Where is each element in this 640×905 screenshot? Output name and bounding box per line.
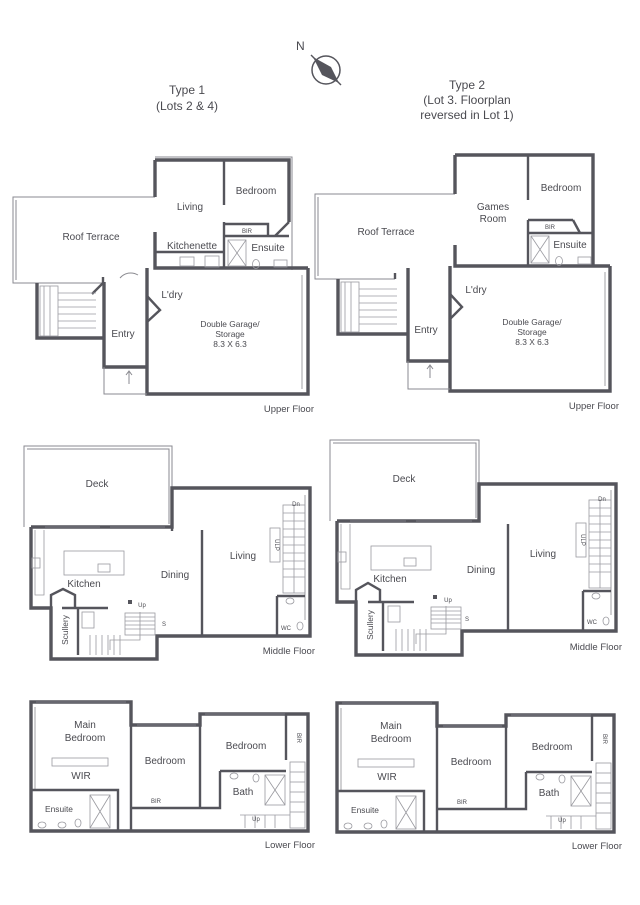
type2-lower-floor-plan	[335, 701, 616, 834]
t1-lower-bedroom-b: Bedroom	[226, 741, 267, 752]
t1-mid-scullery: Scullery	[60, 614, 70, 645]
type1-middle-floor-plan	[23, 445, 312, 661]
t1-mid-up: Up	[138, 603, 146, 609]
t1-upper-floor-label: Upper Floor	[264, 404, 314, 415]
t2-mid-s: S	[465, 617, 469, 623]
t1-lower-wir: WIR	[71, 771, 90, 782]
type1-upper-floor-plan	[12, 156, 310, 396]
t2-upper-ensuite: Ensuite	[553, 240, 587, 251]
t1-lower-bir-a: BIR	[151, 799, 162, 805]
t1-upper-garage-size: 8.3 X 6.3	[213, 339, 247, 349]
t1-lower-main-line1: Main	[74, 720, 96, 731]
t2-upper-entry: Entry	[414, 325, 437, 336]
t1-upper-bedroom: Bedroom	[236, 186, 277, 197]
t2-upper-games-line1: Games	[477, 202, 509, 213]
type1-subtitle: (Lots 2 & 4)	[156, 99, 218, 113]
t1-mid-floor-label: Middle Floor	[263, 646, 315, 657]
t1-upper-ldry: L'dry	[161, 290, 182, 301]
t2-lower-bir-a: BIR	[457, 800, 468, 806]
type2-subtitle-line1: (Lot 3. Floorplan	[423, 93, 510, 107]
t1-mid-ulp: ULP	[273, 539, 279, 551]
t2-lower-main-line1: Main	[380, 721, 402, 732]
t1-upper-bir: BIR	[242, 229, 253, 235]
type2-middle-floor-plan	[329, 439, 618, 657]
t1-lower-main-line2: Bedroom	[65, 733, 106, 744]
t2-mid-dining: Dining	[467, 565, 495, 576]
t1-lower-bir-b: BIR	[295, 733, 301, 744]
t1-lower-ensuite: Ensuite	[45, 804, 73, 814]
t2-mid-wc: WC	[587, 620, 598, 626]
t2-upper-garage-line1: Double Garage/	[502, 317, 562, 327]
t2-lower-main-line2: Bedroom	[371, 734, 412, 745]
type2-upper-floor-plan	[314, 153, 612, 393]
t2-mid-living: Living	[530, 549, 556, 560]
compass-icon	[310, 54, 342, 86]
t1-mid-dining: Dining	[161, 570, 189, 581]
t2-lower-wir: WIR	[377, 772, 396, 783]
t2-lower-bath: Bath	[539, 788, 560, 799]
t2-lower-floor-label: Lower Floor	[572, 841, 622, 852]
t1-mid-wc: WC	[281, 626, 292, 632]
t1-mid-dn: Dn	[292, 502, 300, 508]
t2-upper-ldry: L'dry	[465, 285, 486, 296]
t2-mid-kitchen: Kitchen	[373, 574, 406, 585]
t2-upper-games-line2: Room	[480, 214, 507, 225]
t1-upper-kitchenette: Kitchenette	[167, 241, 217, 252]
t2-mid-ulp: ULP	[579, 534, 585, 546]
type2-subtitle-line2: reversed in Lot 1)	[420, 108, 513, 122]
t1-mid-s: S	[162, 622, 166, 628]
t1-upper-entry: Entry	[111, 329, 134, 340]
t1-upper-garage-line2: Storage	[215, 329, 245, 339]
type1-title: Type 1	[169, 83, 205, 97]
t2-mid-up: Up	[444, 598, 452, 604]
t2-upper-bedroom: Bedroom	[541, 183, 582, 194]
t2-lower-bedroom-a: Bedroom	[451, 757, 492, 768]
t2-mid-floor-label: Middle Floor	[570, 642, 622, 653]
t1-upper-living: Living	[177, 202, 203, 213]
t2-lower-bir-b: BIR	[601, 734, 607, 745]
t1-lower-floor-label: Lower Floor	[265, 840, 315, 851]
t1-upper-roof-terrace: Roof Terrace	[62, 232, 120, 243]
t2-mid-deck: Deck	[393, 474, 417, 485]
t2-lower-bedroom-b: Bedroom	[532, 742, 573, 753]
type1-lower-floor-plan	[29, 700, 310, 833]
t2-upper-roof-terrace: Roof Terrace	[357, 227, 415, 238]
t2-upper-floor-label: Upper Floor	[569, 401, 619, 412]
t2-mid-scullery: Scullery	[365, 609, 375, 640]
t1-lower-up: Up	[252, 817, 260, 823]
t1-mid-deck: Deck	[86, 479, 110, 490]
t2-lower-up: Up	[558, 818, 566, 824]
t1-mid-kitchen: Kitchen	[67, 579, 100, 590]
t2-upper-bir: BIR	[545, 225, 556, 231]
north-label: N	[296, 39, 305, 53]
t2-upper-garage-size: 8.3 X 6.3	[515, 337, 549, 347]
t2-mid-dn: Dn	[598, 497, 606, 503]
t2-lower-ensuite: Ensuite	[351, 805, 379, 815]
t1-upper-ensuite: Ensuite	[251, 243, 285, 254]
t1-upper-garage-line1: Double Garage/	[200, 319, 260, 329]
t1-lower-bath: Bath	[233, 787, 254, 798]
t2-upper-garage-line2: Storage	[517, 327, 547, 337]
type2-title: Type 2	[449, 78, 485, 92]
t1-lower-bedroom-a: Bedroom	[145, 756, 186, 767]
t1-mid-living: Living	[230, 551, 256, 562]
